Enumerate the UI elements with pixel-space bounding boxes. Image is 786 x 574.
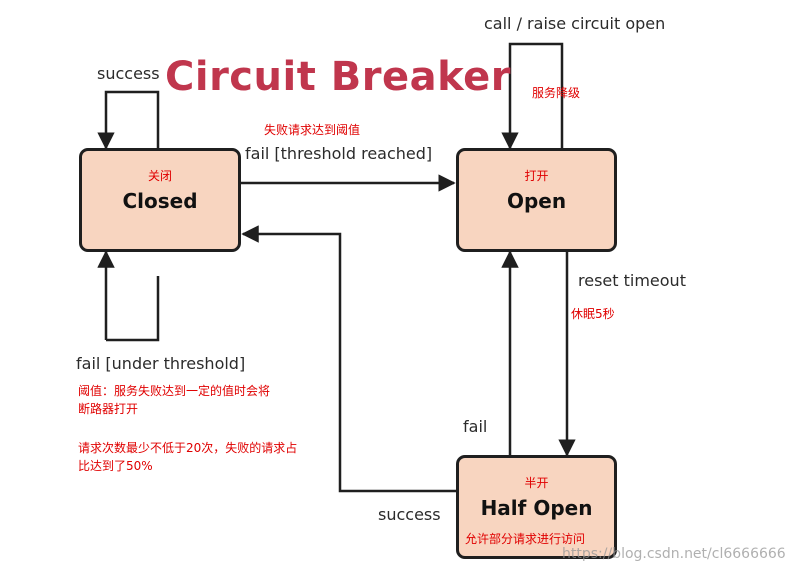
ratio-note-line1: 请求次数最少不低于20次，失败的请求占 [78,441,298,455]
state-open-cn: 打开 [524,169,549,183]
open-loop-arrow [501,42,564,150]
label-open-loop: call / raise circuit open [484,14,666,33]
label-open-to-half: reset timeout [578,271,686,290]
closed-fail-loop-arrow [106,252,160,342]
label-closed-to-open-cn: 失败请求达到阈值 [264,123,361,137]
label-open-to-half-cn: 休眠5秒 [571,307,615,321]
label-closed-to-open: fail [threshold reached] [245,144,433,163]
threshold-note-line2: 断路器打开 [78,402,139,416]
diagram-title: Circuit Breaker [165,54,511,100]
state-open: 打开 Open [456,148,617,252]
ratio-note: 请求次数最少不低于20次，失败的请求占 比达到了50% [78,439,297,475]
circuit-breaker-diagram: Circuit Breaker 关闭 Closed 打开 Open 半开 Hal… [0,14,786,562]
state-closed-cn: 关闭 [147,169,172,183]
label-closed-fail: fail [under threshold] [76,354,246,373]
closed-success-loop-arrow [97,90,160,150]
half-to-closed-arrow [241,225,456,493]
state-open-label: Open [506,189,567,213]
label-open-loop-cn: 服务降级 [532,86,581,100]
label-half-to-open: fail [463,417,488,436]
state-half-open: 半开 Half Open 允许部分请求进行访问 [456,455,617,559]
label-half-to-closed: success [378,505,441,524]
ratio-note-line2: 比达到了50% [78,459,153,473]
state-half-open-note: 允许部分请求进行访问 [465,532,586,546]
watermark: https://blog.csdn.net/cl6666666 [562,546,786,562]
label-closed-success: success [97,64,160,83]
threshold-note: 阈值：服务失败达到一定的值时会将 断路器打开 [78,382,270,418]
threshold-note-line1: 阈值：服务失败达到一定的值时会将 [78,384,271,398]
state-closed-label: Closed [122,189,198,213]
state-half-open-cn: 半开 [524,476,549,490]
transition-arrows [0,42,576,493]
state-closed: 关闭 Closed [79,148,241,252]
state-half-open-label: Half Open [480,496,593,520]
